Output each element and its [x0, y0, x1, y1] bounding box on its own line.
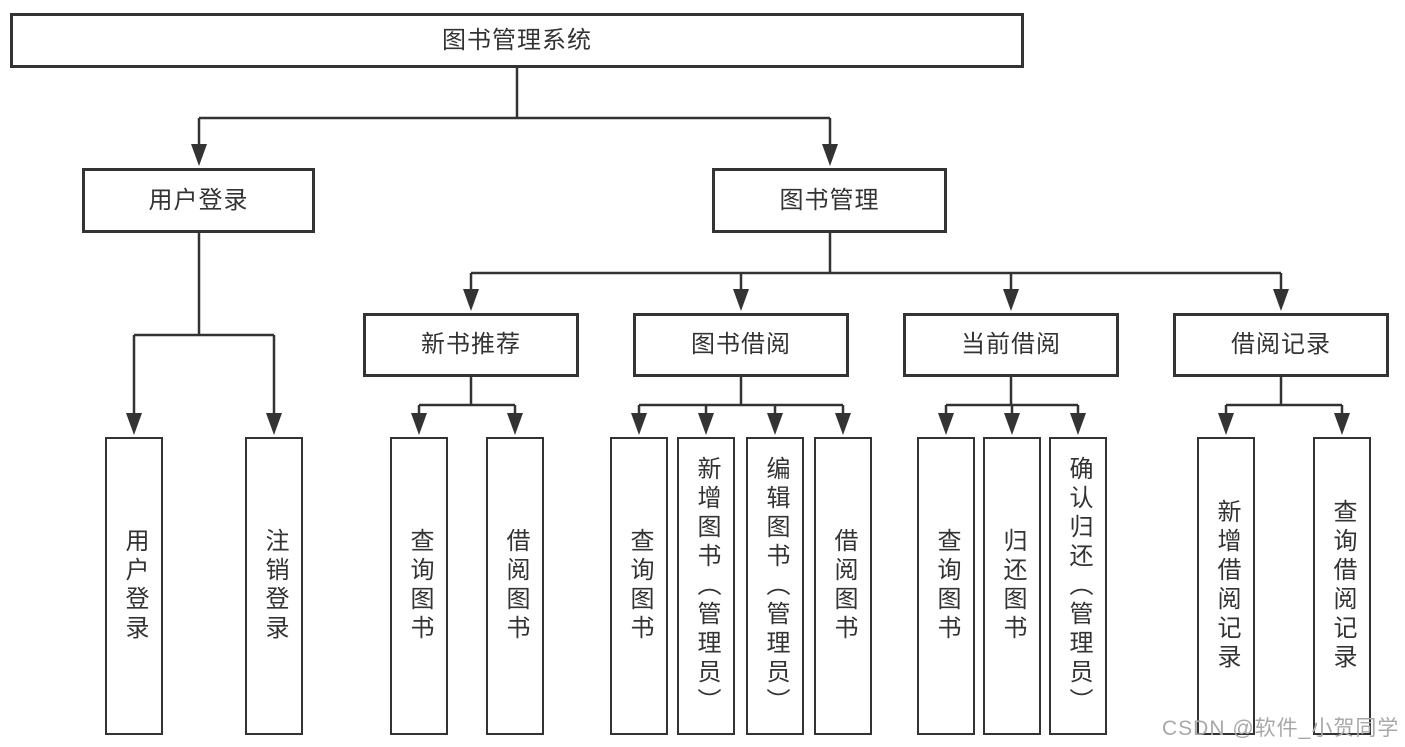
tree-branches	[132, 68, 1344, 415]
leaf-edit-books-admin: 编辑图书（管理员）	[746, 437, 804, 735]
node-current-borrow: 当前借阅	[903, 313, 1119, 377]
csdn-watermark: CSDN @软件_小贺同学	[1162, 717, 1400, 740]
node-label: 图书管理	[779, 186, 880, 214]
leaf-label: 确认归还（管理员）	[1065, 455, 1092, 717]
leaf-label: 借阅图书	[502, 528, 529, 644]
arrowhead	[266, 413, 282, 435]
leaf-label: 编辑图书（管理员）	[762, 455, 789, 717]
arrowhead	[1334, 413, 1350, 435]
leaf-query-books-recommend: 查询图书	[390, 437, 448, 735]
arrowhead	[1273, 289, 1289, 311]
leaf-add-books-admin: 新增图书（管理员）	[677, 437, 735, 735]
leaf-label: 新增借阅记录	[1213, 499, 1240, 673]
node-book-management: 图书管理	[712, 168, 947, 233]
node-borrow-record: 借阅记录	[1173, 313, 1389, 377]
arrowhead	[835, 413, 851, 435]
node-label: 图书借阅	[691, 331, 791, 358]
arrowhead	[507, 413, 523, 435]
node-label: 当前借阅	[961, 331, 1061, 358]
leaf-query-books-current: 查询图书	[917, 437, 975, 735]
leaf-label: 查询图书	[626, 528, 653, 644]
arrowhead	[191, 144, 207, 166]
leaf-user-login: 用户登录	[105, 437, 163, 735]
arrowheads	[126, 144, 1350, 435]
leaf-logout: 注销登录	[245, 437, 303, 735]
arrowhead	[126, 413, 142, 435]
root-label: 图书管理系统	[442, 26, 592, 54]
arrowhead	[822, 144, 838, 166]
leaf-query-books-borrow: 查询图书	[610, 437, 668, 735]
node-book-borrow: 图书借阅	[633, 313, 849, 377]
leaf-label: 查询借阅记录	[1329, 499, 1356, 673]
node-label: 借阅记录	[1231, 331, 1331, 358]
node-root-title: 图书管理系统	[10, 13, 1024, 68]
arrowhead	[733, 289, 749, 311]
arrowhead	[631, 413, 647, 435]
arrowhead	[767, 413, 783, 435]
node-label: 用户登录	[148, 186, 249, 214]
arrowhead	[1003, 289, 1019, 311]
leaf-label: 查询图书	[933, 528, 960, 644]
leaf-confirm-return-admin: 确认归还（管理员）	[1049, 437, 1107, 735]
node-user-login: 用户登录	[82, 168, 315, 233]
node-new-book-recommend: 新书推荐	[363, 313, 579, 377]
arrowhead	[1004, 413, 1020, 435]
leaf-label: 注销登录	[261, 528, 288, 644]
leaf-label: 用户登录	[121, 528, 148, 644]
arrowhead	[1070, 413, 1086, 435]
arrowhead	[698, 413, 714, 435]
leaf-return-books: 归还图书	[983, 437, 1041, 735]
arrowhead	[463, 289, 479, 311]
node-label: 新书推荐	[421, 331, 521, 358]
leaf-label: 新增图书（管理员）	[693, 455, 720, 717]
leaf-borrow-books: 借阅图书	[814, 437, 872, 735]
leaf-label: 归还图书	[999, 528, 1026, 644]
leaf-borrow-books-recommend: 借阅图书	[486, 437, 544, 735]
arrowhead	[411, 413, 427, 435]
leaf-add-borrow-record: 新增借阅记录	[1197, 437, 1255, 735]
leaf-label: 借阅图书	[830, 528, 857, 644]
leaf-query-borrow-record: 查询借阅记录	[1313, 437, 1371, 735]
leaf-label: 查询图书	[406, 528, 433, 644]
arrowhead	[938, 413, 954, 435]
arrowhead	[1218, 413, 1234, 435]
